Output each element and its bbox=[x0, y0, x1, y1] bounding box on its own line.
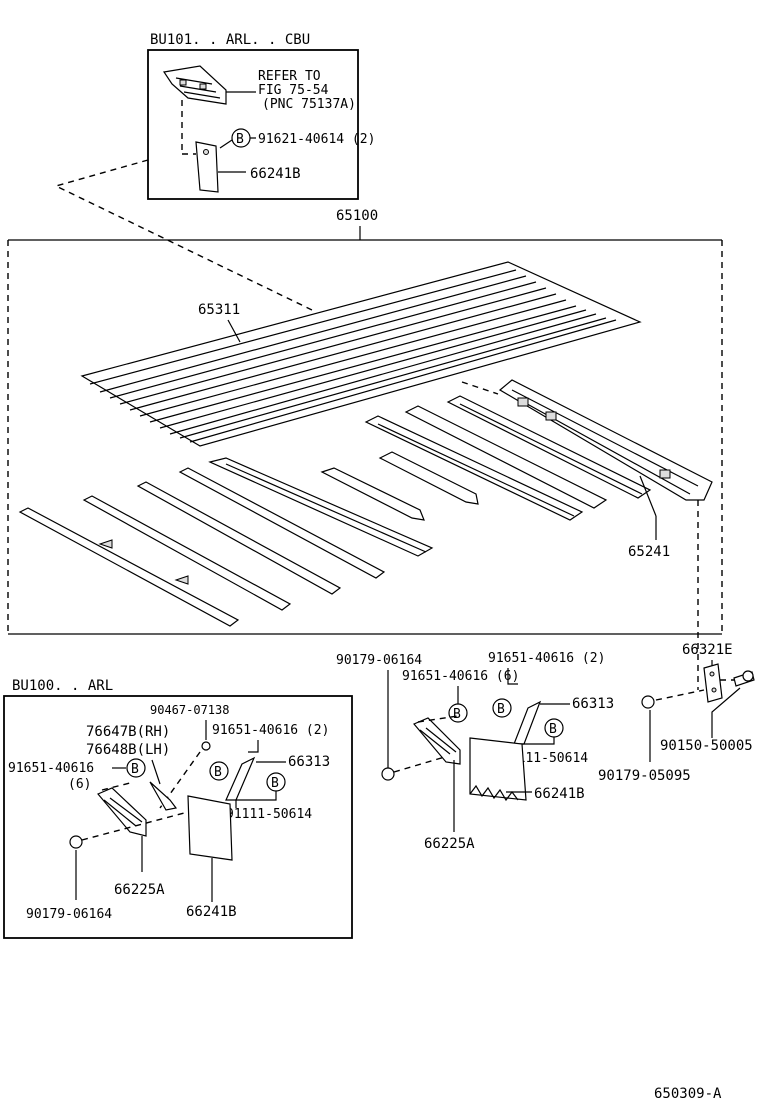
bi-lh-label: 76648B(LH) bbox=[86, 742, 170, 758]
rg-bolt-code-2: B bbox=[497, 702, 505, 717]
rg-bolt-a-label: 91651-40616 (2) bbox=[488, 651, 605, 666]
cross-sill-3 bbox=[136, 481, 342, 595]
top-inset-connector bbox=[54, 159, 313, 311]
right-nut-part bbox=[641, 695, 655, 709]
refer-line1: REFER TO bbox=[258, 69, 321, 84]
floor-panel-label: 65311 bbox=[198, 302, 240, 318]
rg-bolt-b-label: 91651-40616 (6) bbox=[402, 669, 519, 684]
bottom-inset-frame bbox=[3, 695, 353, 939]
floor-panel-part bbox=[80, 261, 642, 447]
bi-bracket-label: 66225A bbox=[114, 882, 165, 898]
bi-bolt-b-line1: 91651-40616 bbox=[8, 761, 94, 776]
right-bracket-label: 66321E bbox=[682, 642, 733, 658]
rg-stay-label: 66313 bbox=[572, 696, 614, 712]
bi-stay-label: 66313 bbox=[288, 754, 330, 770]
cross-sill-1 bbox=[18, 507, 240, 627]
bi-guard-label: 66241B bbox=[186, 904, 237, 920]
refer-line2: FIG 75-54 bbox=[258, 83, 329, 98]
bi-bolt-code-circle-2 bbox=[126, 758, 146, 778]
cross-sill-2 bbox=[82, 495, 292, 611]
rg-bracket-label: 66225A bbox=[424, 836, 475, 852]
cross-sill-7 bbox=[378, 451, 479, 505]
sill-long-3 bbox=[446, 395, 652, 499]
right-bolt-label: 90150-50005 bbox=[660, 738, 753, 754]
cross-sill-4 bbox=[178, 467, 386, 579]
rg-guard-part bbox=[469, 737, 527, 802]
bi-bolt-code-2: B bbox=[131, 762, 139, 777]
figure-code: 650309-A bbox=[654, 1086, 722, 1102]
mud-guard-part bbox=[195, 141, 219, 193]
rg-bolt-code-circle-1 bbox=[448, 703, 468, 723]
rg-nut-left-part bbox=[381, 767, 395, 781]
rg-nut-left-label: 90179-06164 bbox=[336, 653, 422, 668]
bi-bolt-code-circle-1 bbox=[209, 761, 229, 781]
bi-nut-label: 90179-06164 bbox=[26, 907, 112, 922]
cross-sill-6 bbox=[320, 467, 425, 521]
top-inset-frame bbox=[147, 49, 359, 200]
bi-clip-label: 90467-07138 bbox=[150, 703, 229, 717]
rg-bracket-part bbox=[413, 717, 461, 765]
bi-bracket-part bbox=[97, 787, 147, 837]
sill-long-2 bbox=[404, 405, 608, 509]
sill-label: 65241 bbox=[628, 544, 670, 560]
bottom-inset-title: BU100. . ARL bbox=[12, 678, 113, 694]
side-rail-part bbox=[498, 379, 713, 501]
bi-rh-label: 76647B(RH) bbox=[86, 724, 170, 740]
bi-nut-part bbox=[69, 835, 83, 849]
bi-stay-part bbox=[149, 756, 256, 811]
right-bolt-part bbox=[733, 670, 755, 687]
bi-clip-part bbox=[201, 741, 211, 751]
rg-stay-part bbox=[513, 700, 542, 745]
cross-sill-5 bbox=[208, 457, 434, 557]
refer-line3: (PNC 75137A) bbox=[262, 97, 356, 112]
bi-bolt-code-3: B bbox=[271, 776, 279, 791]
bi-guard-part bbox=[187, 795, 233, 861]
rg-bolt-code-circle-2 bbox=[492, 698, 512, 718]
right-bracket-part bbox=[703, 663, 723, 703]
bi-bolt-code-1: B bbox=[214, 765, 222, 780]
rg-bolt-code-3: B bbox=[549, 722, 557, 737]
refer-bracket-part bbox=[162, 65, 227, 105]
bi-bolt-a-label: 91651-40616 (2) bbox=[212, 723, 329, 738]
bolt-code-label: B bbox=[236, 132, 244, 147]
top-inset-title: BU101. . ARL. . CBU bbox=[150, 32, 310, 48]
bi-screw-label: 91111-50614 bbox=[226, 807, 312, 822]
sill-long-1 bbox=[364, 415, 584, 521]
top-guard-part-label: 66241B bbox=[250, 166, 301, 182]
rg-guard-label: 66241B bbox=[534, 786, 585, 802]
bi-bolt-b-line2: (6) bbox=[68, 777, 91, 792]
assembly-label: 65100 bbox=[336, 208, 378, 224]
top-bolt-part-label: 91621-40614 (2) bbox=[258, 132, 375, 147]
right-nut-label: 90179-05095 bbox=[598, 768, 691, 784]
rg-bolt-code-1: B bbox=[453, 707, 461, 722]
